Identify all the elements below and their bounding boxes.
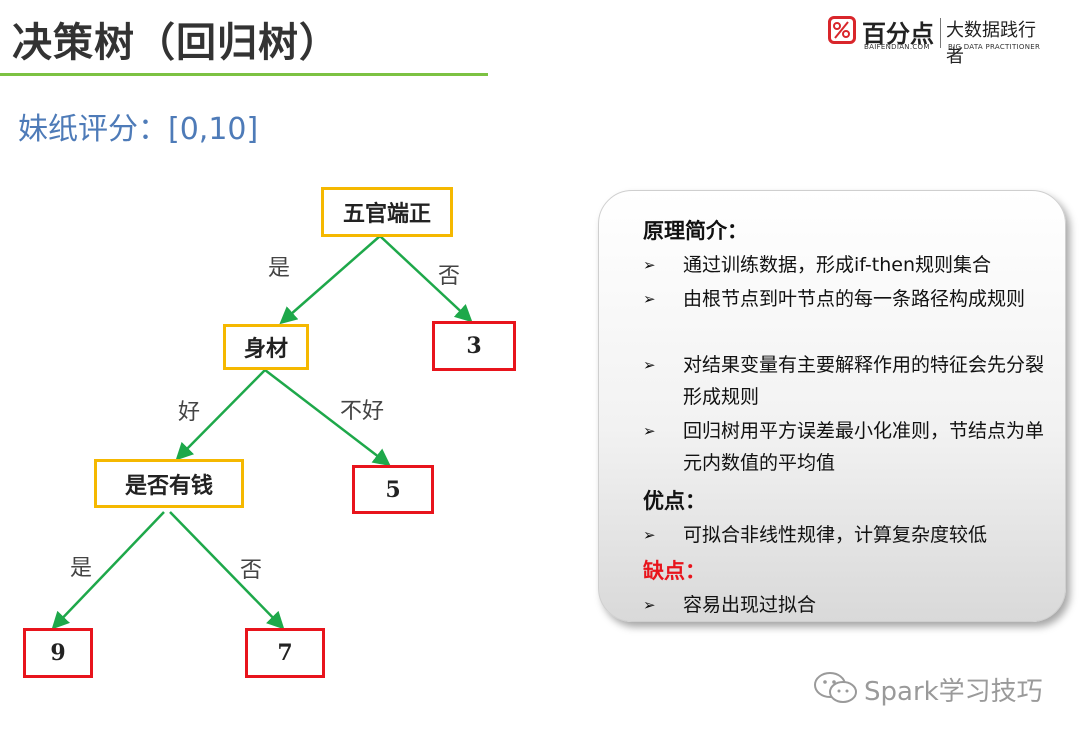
edge-label-root-yes: 是 [268, 256, 291, 281]
principle-item-text: 通过训练数据，形成if-then规则集合 [683, 254, 992, 276]
logo-domain: BAIFENDIAN.COM [864, 43, 930, 51]
principle-item-text: 对结果变量有主要解释作用的特征会先分裂形成规则 [683, 354, 1045, 408]
wechat-icon [814, 672, 857, 703]
edge-body-bad [264, 369, 391, 467]
leaf-node-5: 5 [352, 465, 434, 514]
watermark: Spark学习技巧 [812, 669, 1052, 709]
edge-money-no [169, 511, 285, 630]
principle-item: ➢ 回归树用平方误差最小化准则，节结点为单元内数值的平均值 [643, 415, 1047, 479]
body-node: 身材 [223, 324, 309, 370]
bullet-arrow-icon: ➢ [643, 526, 656, 544]
page-title: 决策树（回归树） [12, 20, 340, 66]
principle-item-text: 由根节点到叶节点的每一条路径构成规则 [683, 288, 1026, 310]
watermark-text: Spark学习技巧 [864, 677, 1043, 707]
logo-separator [940, 18, 941, 48]
percent-logo-icon [828, 16, 856, 44]
bullet-arrow-icon: ➢ [643, 256, 656, 274]
pros-item-text: 可拟合非线性规律，计算复杂度较低 [683, 524, 988, 546]
money-node: 是否有钱 [94, 459, 244, 508]
edge-root-no [379, 235, 473, 323]
logo-name: 百分点 [862, 20, 934, 48]
leaf-node-9: 9 [23, 628, 93, 678]
principle-item: ➢ 由根节点到叶节点的每一条路径构成规则 [643, 283, 1047, 315]
edge-body-good [175, 369, 266, 461]
edge-label-money-no: 否 [240, 558, 263, 583]
bullet-arrow-icon: ➢ [643, 356, 656, 374]
bullet-arrow-icon: ➢ [643, 290, 656, 308]
pros-title: 优点： [643, 489, 706, 513]
edge-money-yes [51, 511, 165, 630]
bullet-arrow-icon: ➢ [643, 422, 656, 440]
cons-item-text: 容易出现过拟合 [683, 594, 817, 616]
edge-label-body-good: 好 [178, 400, 201, 425]
score-range-subtitle: 妹纸评分：[0,10] [18, 112, 259, 147]
leaf-node-3: 3 [432, 321, 516, 371]
brand-logo: 百分点 大数据践行者 BAIFENDIAN.COM BIG DATA PRACT… [828, 14, 1050, 67]
edge-label-root-no: 否 [438, 264, 461, 289]
principle-item: ➢ 对结果变量有主要解释作用的特征会先分裂形成规则 [643, 349, 1047, 413]
title-underline [0, 73, 488, 76]
root-node: 五官端正 [321, 187, 453, 237]
cons-title: 缺点： [643, 559, 706, 583]
edge-root-yes [279, 235, 381, 325]
logo-slogan-en: BIG DATA PRACTITIONER [948, 43, 1041, 51]
cons-item: ➢ 容易出现过拟合 [643, 589, 1047, 621]
principle-item-text: 回归树用平方误差最小化准则，节结点为单元内数值的平均值 [683, 420, 1045, 474]
principle-panel: 原理简介： ➢ 通过训练数据，形成if-then规则集合 ➢ 由根节点到叶节点的… [598, 190, 1066, 622]
principle-item: ➢ 通过训练数据，形成if-then规则集合 [643, 249, 1047, 281]
leaf-node-7: 7 [245, 628, 325, 678]
edge-label-body-bad: 不好 [340, 399, 385, 424]
logo-slogan: 大数据践行者 [946, 20, 1036, 67]
edge-label-money-yes: 是 [70, 556, 93, 581]
pros-item: ➢ 可拟合非线性规律，计算复杂度较低 [643, 519, 1047, 551]
principle-title: 原理简介： [643, 219, 748, 243]
bullet-arrow-icon: ➢ [643, 596, 656, 614]
